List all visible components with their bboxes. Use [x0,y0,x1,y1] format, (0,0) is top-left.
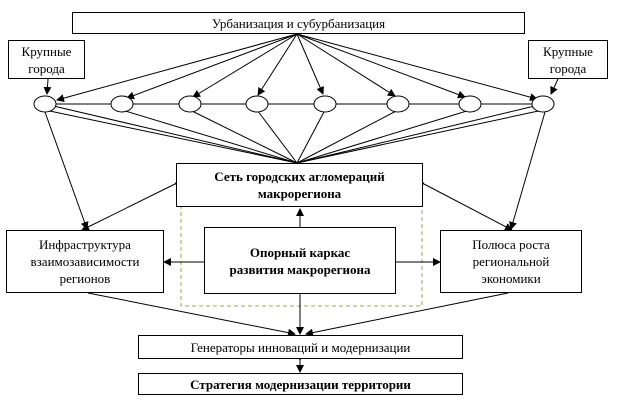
growth-poles-label: Полюса роста региональной экономики [472,237,550,286]
big-cities-right-arrow [550,78,559,95]
big-cities-right-box: Крупные города [528,40,608,79]
modernization-strategy-box: Стратегия модернизации территории [138,373,463,395]
network-growth-poles-arrow [415,177,513,231]
big-cities-left-label: Крупные города [21,43,72,76]
city-node [245,95,269,113]
right-node-to-growth-poles [509,111,546,230]
network-infrastructure-arrow [81,177,184,231]
urbanization-box: Урбанизация и субурбанизация [72,12,525,34]
agglomeration-network-box: Сеть городских агломераций макрорегиона [176,163,423,207]
growth-poles-to-innovation [305,292,509,337]
core-framework-label: Опорный каркас развития макрорегиона [229,244,371,277]
agglomeration-network-label: Сеть городских агломераций макрорегиона [214,169,385,201]
innovation-generators-box: Генераторы инноваций и модернизации [138,335,463,359]
growth-poles-box: Полюса роста региональной экономики [440,230,582,293]
city-node [110,95,134,113]
nodes-to-network-lines [44,103,544,164]
city-node [386,95,410,113]
big-cities-left-arrow [43,78,52,95]
innovation-generators-label: Генераторы инноваций и модернизации [190,339,411,355]
urbanization-label: Урбанизация и субурбанизация [211,15,386,31]
infrastructure-label: Инфраструктура взаимозависимости регионо… [30,237,140,286]
urbanization-arrows [56,33,538,103]
city-node [33,95,57,113]
core-framework-box: Опорный каркас развития макрорегиона [204,227,396,294]
city-nodes [33,95,555,113]
city-node [531,95,555,113]
city-node [178,95,202,113]
infrastructure-to-innovation [87,292,296,337]
city-node [458,95,482,113]
infrastructure-box: Инфраструктура взаимозависимости регионо… [6,230,164,293]
big-cities-right-label: Крупные города [543,43,593,76]
city-node [313,95,337,113]
left-node-to-infrastructure [44,111,89,230]
big-cities-left-box: Крупные города [8,40,85,79]
modernization-strategy-label: Стратегия модернизации территории [190,376,411,392]
